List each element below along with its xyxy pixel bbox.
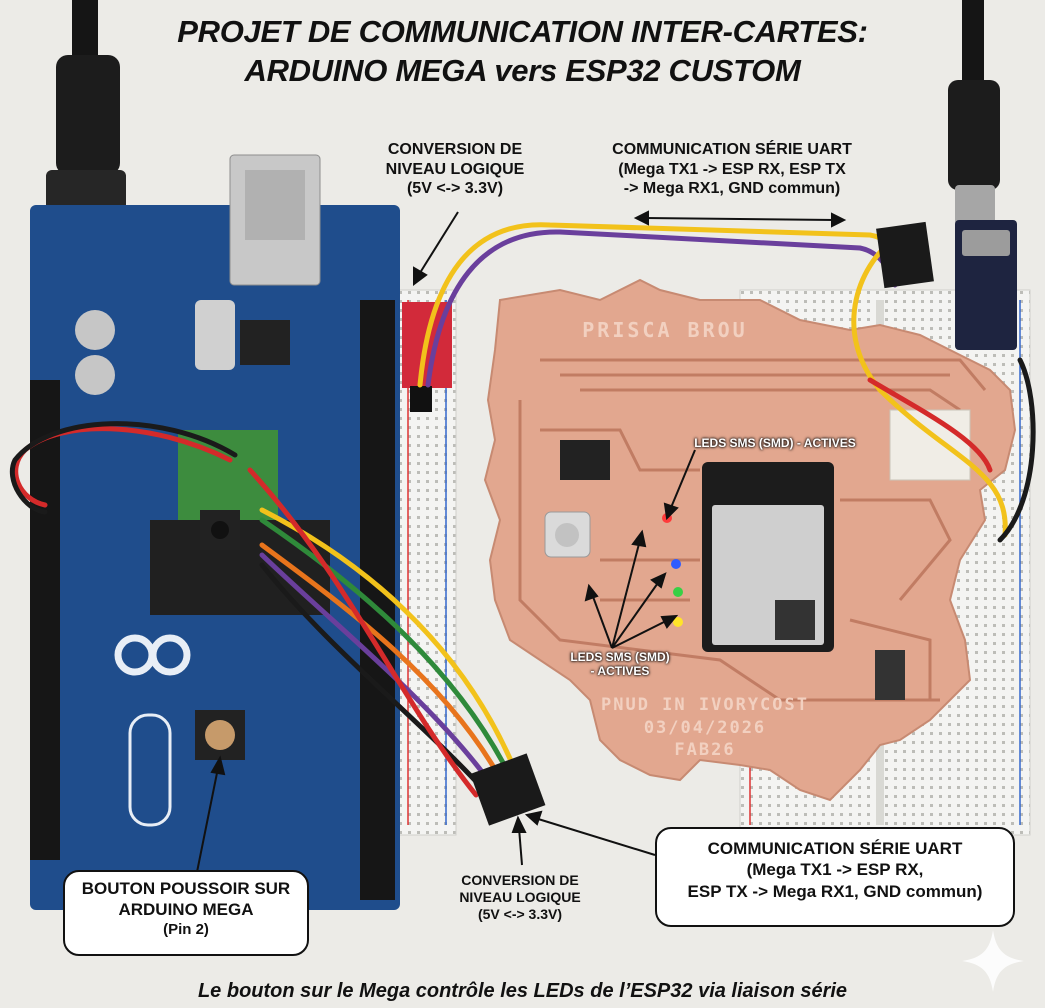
wire-red-main: [247, 467, 479, 798]
label-line: LEDS SMS (SMD) - ACTIVES: [694, 436, 856, 450]
label-level-conversion-bottom: CONVERSION DE NIVEAU LOGIQUE (5V <-> 3.3…: [430, 872, 610, 923]
label-line: CONVERSION DE: [461, 872, 579, 888]
label-level-conversion-top: CONVERSION DE NIVEAU LOGIQUE (5V <-> 3.3…: [355, 140, 555, 199]
led-blue: [671, 559, 681, 569]
page-title-line2: ARDUINO MEGA vers ESP32 CUSTOM: [244, 53, 801, 88]
wire-green-main: [259, 517, 511, 775]
label-leds-top: LEDS SMS (SMD) - ACTIVES: [680, 436, 870, 450]
wire-connector-bottom: [470, 753, 546, 826]
label-line: ARDUINO MEGA: [118, 900, 254, 920]
label-leds-bottom: LEDS SMS (SMD) - ACTIVES: [565, 650, 675, 679]
wire-purple-main: [259, 552, 495, 788]
usb-cable-right: [962, 0, 984, 90]
label-line: (Mega TX1 -> ESP RX, ESP TX: [618, 160, 846, 178]
led-green: [673, 587, 683, 597]
label-line: NIVEAU LOGIQUE: [385, 160, 525, 178]
label-line: BOUTON POUSSOIR SUR: [81, 879, 291, 898]
arrow-leds-3: [611, 579, 661, 649]
label-line: (5V <-> 3.3V): [477, 906, 563, 923]
led-yellow: [673, 617, 683, 627]
arrow-uart-box: [534, 817, 656, 856]
wire-black-left: [9, 421, 238, 515]
label-line: ESP TX -> Mega RX1, GND commun): [687, 881, 983, 901]
label-line: NIVEAU LOGIQUE: [459, 889, 581, 906]
label-line: - ACTIVES: [590, 664, 650, 679]
callout-push-button: BOUTON POUSSOIR SUR ARDUINO MEGA (Pin 2): [63, 870, 309, 956]
label-line: -> Mega RX1, GND commun): [623, 180, 841, 198]
sparkle-icon: [962, 930, 1024, 992]
arrow-level-bottom: [518, 827, 523, 866]
wire-black-main: [259, 562, 487, 793]
label-line: COMMUNICATION SÉRIE UART: [612, 141, 852, 158]
wire-connector-top: [876, 221, 934, 289]
bottom-caption: Le bouton sur le Mega contrôle les LEDs …: [197, 980, 848, 1002]
pcb-line1: PNUD IN IVORYCOST: [601, 695, 809, 715]
label-line: (5V <-> 3.3V): [406, 180, 504, 198]
label-line: (Pin 2): [163, 920, 209, 938]
label-line: CONVERSION DE: [387, 141, 523, 158]
arduino-logo-icon: [114, 634, 191, 676]
callout-uart: COMMUNICATION SÉRIE UART (Mega TX1 -> ES…: [655, 827, 1015, 927]
arrow-leds-2: [611, 539, 641, 649]
arrow-uart-top: [644, 217, 836, 221]
wire-orange-main: [259, 542, 503, 781]
label-uart-top: COMMUNICATION SÉRIE UART (Mega TX1 -> ES…: [562, 140, 902, 199]
arrow-button-box: [196, 767, 219, 873]
arrow-leds-4: [611, 619, 669, 649]
label-line: LEDS SMS (SMD): [570, 650, 670, 664]
arrow-leds-1: [591, 593, 613, 649]
label-line: COMMUNICATION SÉRIE UART: [707, 839, 963, 858]
pcb-line2: 03/04/2026: [643, 718, 767, 738]
pcb-name: PRISCA BROU: [582, 318, 748, 342]
pcb-line3: FAB26: [674, 740, 736, 760]
arrow-level-top: [417, 211, 459, 277]
page-title-line1: PROJET DE COMMUNICATION INTER-CARTES:: [177, 14, 868, 49]
arrow-leds-top: [669, 449, 696, 511]
label-line: (Mega TX1 -> ESP RX,: [746, 860, 924, 880]
